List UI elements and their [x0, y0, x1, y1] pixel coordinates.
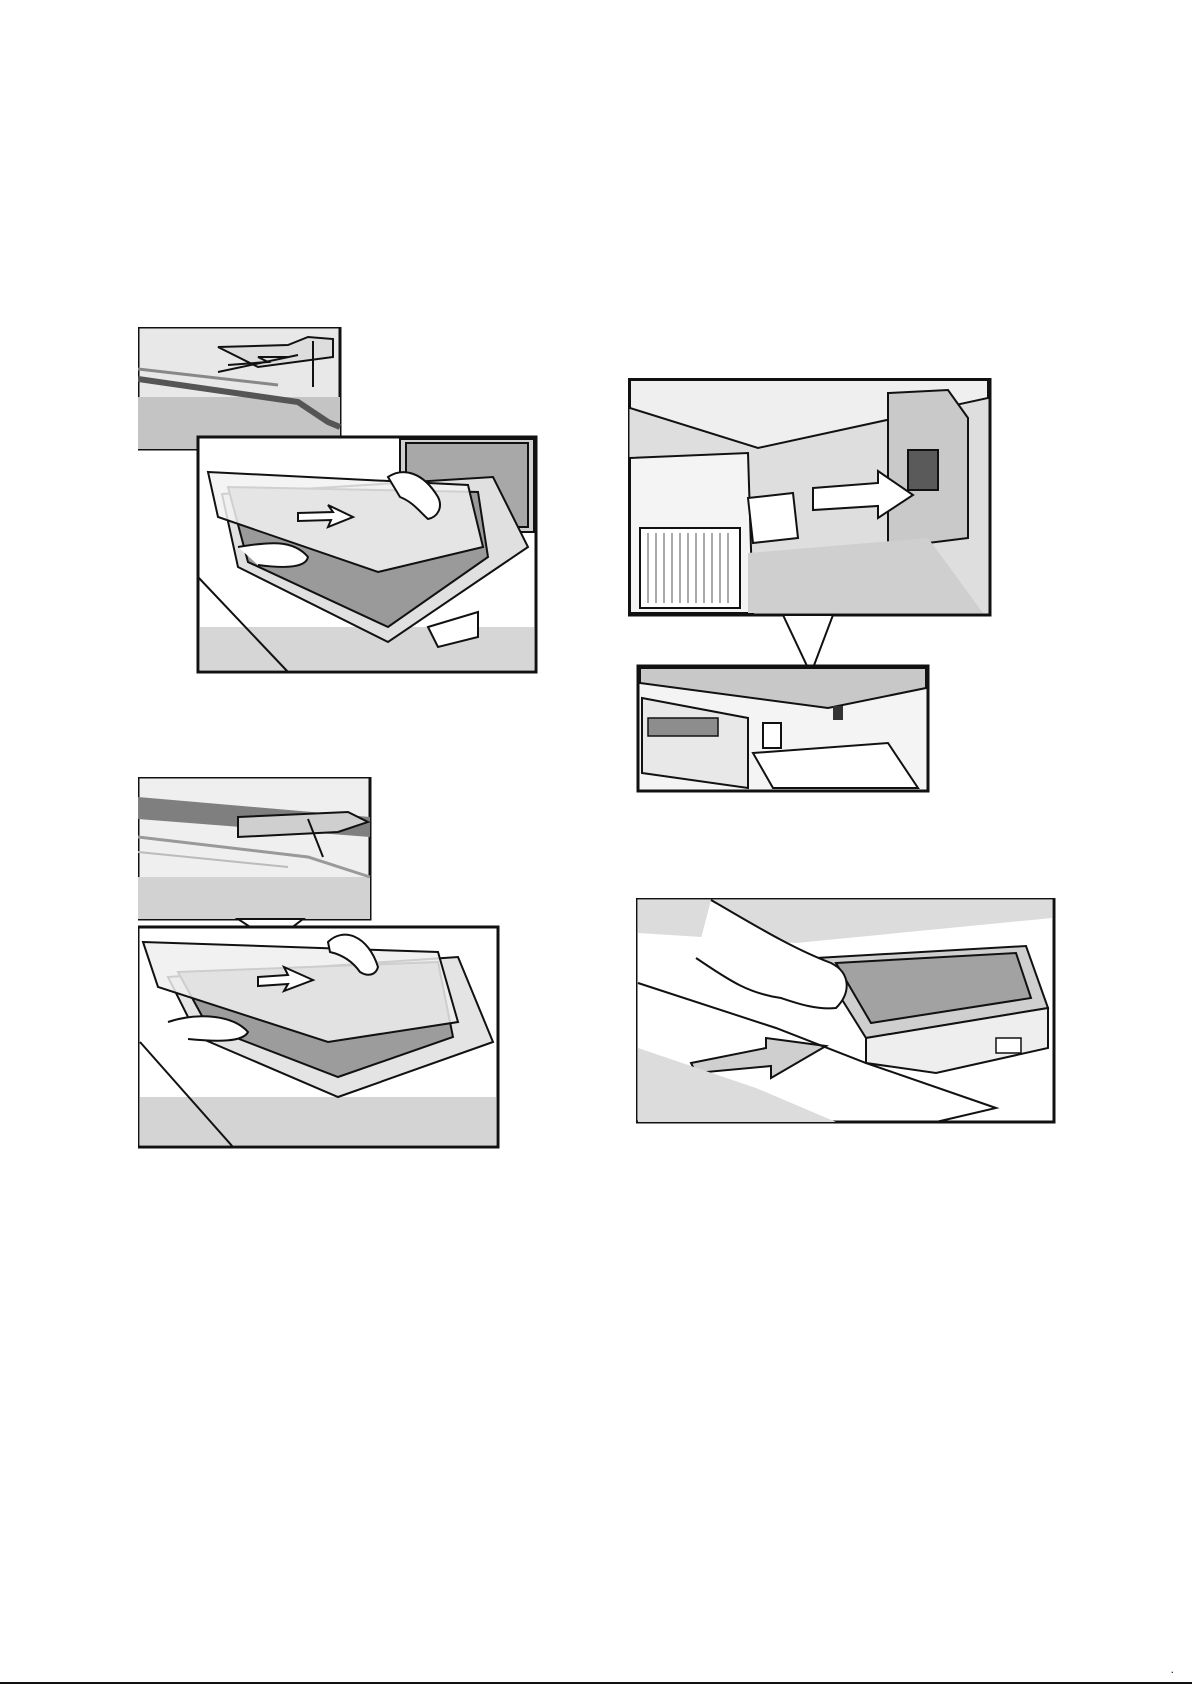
figure-glass-slide-in-top-left [138, 327, 538, 674]
glass-panel-lower-illustration-icon [138, 777, 500, 1149]
hinge-slot-arrow-illustration-icon [628, 378, 993, 793]
figure-glass-lower-into-frame [138, 777, 500, 1149]
inset-detail [138, 777, 370, 919]
page-mark: . [1171, 1662, 1174, 1676]
zoomed-detail [628, 378, 990, 615]
main-scene [198, 437, 536, 672]
figure-hinge-slot-detail [628, 378, 993, 793]
hand-push-arrow-illustration-icon [636, 898, 1056, 1124]
main-scene [138, 927, 498, 1147]
inset-detail [138, 327, 340, 449]
footer-rule [0, 1682, 1192, 1684]
overview-detail [638, 666, 928, 791]
figure-push-panel-in [636, 898, 1056, 1124]
glass-panel-slide-illustration-icon [138, 327, 538, 674]
